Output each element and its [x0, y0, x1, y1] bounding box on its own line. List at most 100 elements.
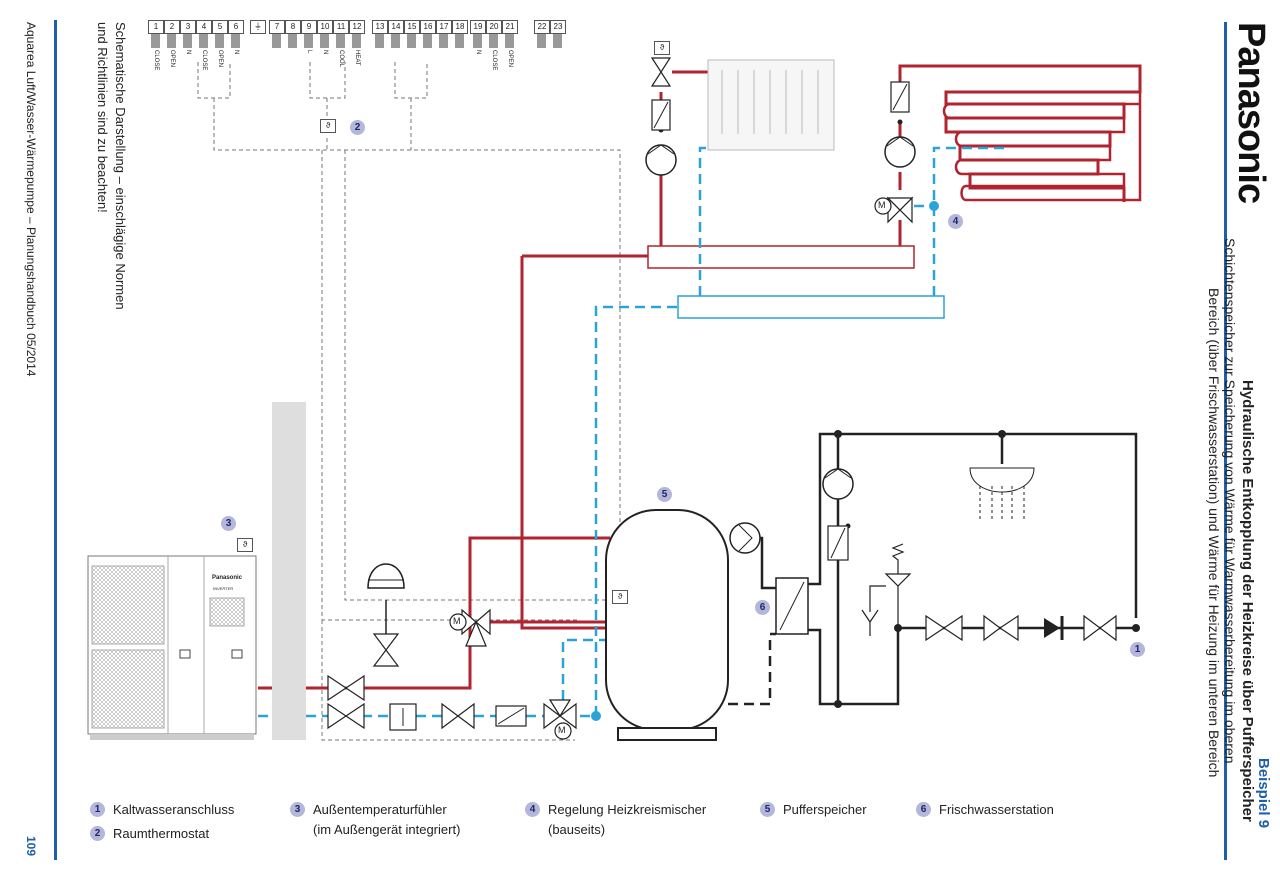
room-thermostat-sensor: ϑ [320, 119, 336, 133]
terminal-block [391, 34, 400, 48]
legend-item-3: 3 Außentemperaturfühler (im Außengerät i… [290, 800, 460, 840]
wall [272, 402, 306, 740]
legend-text-3: Außentemperaturfühler [313, 802, 447, 817]
terminal-block [505, 34, 514, 48]
legend-badge-4: 4 [525, 802, 540, 817]
legend-badge-1: 1 [90, 802, 105, 817]
terminal-15: 15 [404, 20, 420, 34]
terminal-6: 6 [228, 20, 244, 34]
underfloor-loop [900, 64, 1142, 202]
terminal-block [407, 34, 416, 48]
terminal-23: 23 [550, 20, 566, 34]
terminal-block [336, 34, 345, 48]
terminal-block [489, 34, 498, 48]
legend-text-5: Pufferspeicher [783, 802, 867, 817]
legend-item-1: 1 Kaltwasseranschluss [90, 800, 234, 820]
legend-text-4b: (bauseits) [548, 822, 606, 837]
terminal-7: 7 [269, 20, 285, 34]
terminal-21: 21 [502, 20, 518, 34]
terminal-19: 19 [470, 20, 486, 34]
hot-header [647, 245, 915, 269]
legend-badge-3: 3 [290, 802, 305, 817]
terminal-block [231, 34, 240, 48]
shower-head [969, 467, 1035, 520]
terminal-block [553, 34, 562, 48]
terminal-22: 22 [534, 20, 550, 34]
outdoor-unit [87, 555, 257, 740]
terminal-17: 17 [436, 20, 452, 34]
terminal-8: 8 [285, 20, 301, 34]
marker-6: 6 [755, 600, 770, 615]
legend-text-3b: (im Außengerät integriert) [313, 822, 461, 837]
terminal-block [352, 34, 361, 48]
unit-inverter-badge: INVERTER [213, 586, 234, 591]
terminal-block [288, 34, 297, 48]
legend-text-6: Frischwasserstation [939, 802, 1054, 817]
marker-3: 3 [221, 516, 236, 531]
legend-item-6: 6 Frischwasserstation [916, 800, 1054, 820]
legend-item-5: 5 Pufferspeicher [760, 800, 867, 820]
terminal-9: 9 [301, 20, 317, 34]
return-header [677, 295, 945, 319]
terminal-block [272, 34, 281, 48]
tank-sensor: ϑ [612, 590, 628, 604]
legend-item-2: 2 Raumthermostat [90, 824, 209, 844]
expansion-vessel [367, 563, 405, 589]
radiator [707, 59, 835, 151]
marker-2: 2 [350, 120, 365, 135]
unit-brand-label: Panasonic [212, 575, 243, 581]
motor-label-1: M [453, 616, 461, 626]
outdoor-temp-sensor: ϑ [237, 538, 253, 552]
terminal-13: 13 [372, 20, 388, 34]
terminal-14: 14 [388, 20, 404, 34]
terminal-block [455, 34, 464, 48]
legend-badge-6: 6 [916, 802, 931, 817]
plate-heat-exchanger [775, 577, 809, 635]
terminal-block [199, 34, 208, 48]
terminal-block [151, 34, 160, 48]
return-pipes [258, 146, 1010, 718]
terminal-block [320, 34, 329, 48]
legend-text-2: Raumthermostat [113, 826, 210, 841]
terminal-block [183, 34, 192, 48]
terminal-18: 18 [452, 20, 468, 34]
potable-water-pipes [742, 432, 1138, 706]
marker-1: 1 [1130, 642, 1145, 657]
terminal-block [304, 34, 313, 48]
legend-text-4: Regelung Heizkreismischer [548, 802, 707, 817]
legend-item-4: 4 Regelung Heizkreismischer (bauseits) [525, 800, 706, 840]
terminal-5: 5 [212, 20, 228, 34]
marker-4: 4 [948, 214, 963, 229]
terminal-block [167, 34, 176, 48]
buffer-tank [605, 509, 729, 731]
terminal-1: 1 [148, 20, 164, 34]
motor-label-3: M [878, 200, 886, 210]
terminal-11: 11 [333, 20, 349, 34]
terminal-16: 16 [420, 20, 436, 34]
legend-text-1: Kaltwasseranschluss [113, 802, 235, 817]
ground-icon: ⏚ [250, 20, 266, 34]
marker-5: 5 [657, 487, 672, 502]
radiator-sensor: ϑ [654, 41, 670, 55]
control-wiring [197, 62, 621, 741]
pumps [645, 136, 916, 554]
terminal-20: 20 [486, 20, 502, 34]
terminal-block [375, 34, 384, 48]
terminal-10: 10 [317, 20, 333, 34]
terminal-12: 12 [349, 20, 365, 34]
left-rule [54, 20, 57, 860]
terminal-block [439, 34, 448, 48]
terminal-4: 4 [196, 20, 212, 34]
legend-badge-2: 2 [90, 826, 105, 841]
terminal-block [215, 34, 224, 48]
motor-label-2: M [558, 725, 566, 735]
terminal-2: 2 [164, 20, 180, 34]
terminal-block [537, 34, 546, 48]
terminal-block [473, 34, 482, 48]
right-rule [1224, 22, 1227, 860]
legend-badge-5: 5 [760, 802, 775, 817]
terminal-block [423, 34, 432, 48]
mixing-valves [461, 197, 914, 730]
terminal-3: 3 [180, 20, 196, 34]
